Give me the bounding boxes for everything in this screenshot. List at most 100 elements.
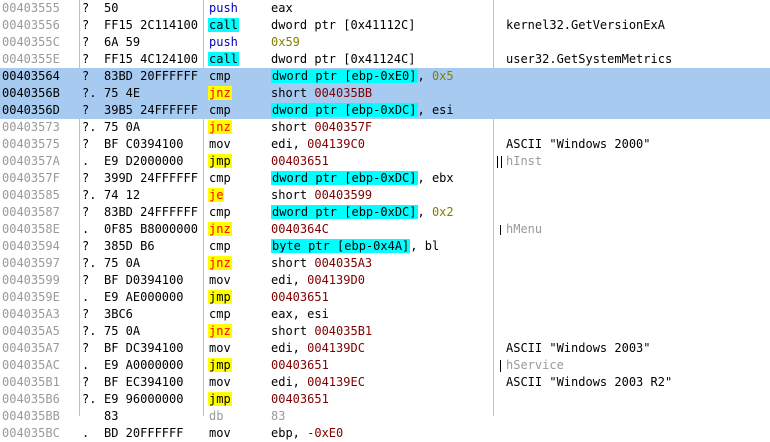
jump-target[interactable]: 004035B1	[314, 324, 373, 338]
jump-target[interactable]: 004139EC	[307, 375, 365, 389]
row-comment: ASCII "Windows 2000"	[506, 136, 768, 153]
row-mnemonic: cmp	[208, 306, 266, 323]
row-comment: hMenu	[506, 221, 768, 238]
comment-text: kernel32.GetVersionExA	[506, 18, 665, 32]
jump-target[interactable]: 00403651	[271, 154, 329, 168]
operand-text: 83	[271, 409, 286, 423]
row-hex-bytes: E9 A0000000	[104, 358, 184, 372]
row-address: 0040357A	[2, 154, 60, 168]
row-address: 00403599	[2, 273, 60, 287]
column-divider-addr[interactable]	[79, 0, 80, 416]
memory-operand: dword ptr [ebp-0xDC]	[271, 171, 418, 185]
mnemonic-text: push	[209, 1, 238, 15]
mnemonic-text: jmp	[208, 154, 232, 168]
row-address: 00403597	[2, 256, 60, 270]
row-hex-bytes: BF D0394100	[104, 273, 184, 287]
jump-target[interactable]: 004139C0	[307, 137, 365, 151]
jump-target[interactable]: 00403651	[271, 392, 329, 406]
mnemonic-text: jnz	[208, 86, 232, 100]
row-marker	[82, 408, 102, 425]
jump-target[interactable]: 004035A3	[314, 256, 373, 270]
row-marker: .	[82, 358, 90, 372]
row-address: 00403594	[2, 239, 60, 253]
row-mnemonic: jmp	[208, 153, 266, 170]
row-marker: ?.	[82, 256, 97, 270]
jump-target[interactable]: 004035BB	[314, 86, 373, 100]
mnemonic-text: call	[208, 52, 239, 66]
row-comment	[506, 238, 768, 255]
row-operands: short 0040357F	[271, 119, 491, 136]
jump-target[interactable]: 004139DC	[307, 341, 365, 355]
row-operands: short 00403599	[271, 187, 491, 204]
jump-target[interactable]: -0xE0	[307, 426, 344, 440]
operand-text: dword ptr [0x41112C]	[271, 18, 416, 32]
jump-target[interactable]: 00403651	[271, 358, 329, 372]
column-divider-hex[interactable]	[203, 0, 204, 416]
row-address: 0040355C	[2, 35, 60, 49]
operand-text: edi,	[271, 375, 308, 389]
operand-text: dword ptr [0x41124C]	[271, 52, 416, 66]
row-marker: .	[82, 222, 90, 236]
row-comment: ASCII "Windows 2003 R2"	[506, 374, 768, 391]
row-address: 0040359E	[2, 290, 60, 304]
row-comment	[506, 272, 768, 289]
row-mnemonic: cmp	[208, 170, 266, 187]
column-divider-comment[interactable]	[493, 0, 494, 416]
mnemonic-text: cmp	[209, 103, 231, 117]
memory-operand: byte ptr [ebp-0x4A]	[271, 239, 411, 253]
mnemonic-text: cmp	[209, 239, 231, 253]
jump-target[interactable]: 0040357F	[314, 120, 373, 134]
row-comment	[506, 85, 768, 102]
row-operands: 00403651	[271, 357, 491, 374]
row-hex-bytes: 75 0A	[104, 120, 141, 134]
row-hex-bytes: 83	[104, 409, 119, 423]
row-operands: edi, 004139DC	[271, 340, 491, 357]
operand-text: eax	[271, 1, 293, 15]
mnemonic-text: mov	[209, 375, 231, 389]
row-address: 00403556	[2, 18, 60, 32]
row-hex-bytes: 74 12	[104, 188, 141, 202]
row-address: 0040356D	[2, 103, 60, 117]
row-comment: kernel32.GetVersionExA	[506, 17, 768, 34]
row-hex-bytes: 39B5 24FFFFFF	[104, 103, 198, 117]
row-hex-bytes: 50	[104, 1, 119, 15]
jump-target[interactable]: 00403651	[271, 290, 329, 304]
row-mnemonic: mov	[208, 136, 266, 153]
row-mnemonic: cmp	[208, 238, 266, 255]
jump-target[interactable]: 004139D0	[307, 273, 365, 287]
row-marker: .	[82, 154, 90, 168]
row-mnemonic: push	[208, 0, 266, 17]
jump-target[interactable]: 0040364C	[271, 222, 329, 236]
row-comment	[506, 0, 768, 17]
row-operands: 0x59	[271, 34, 491, 51]
operand-text: short	[271, 324, 315, 338]
jump-target[interactable]: 00403599	[314, 188, 373, 202]
